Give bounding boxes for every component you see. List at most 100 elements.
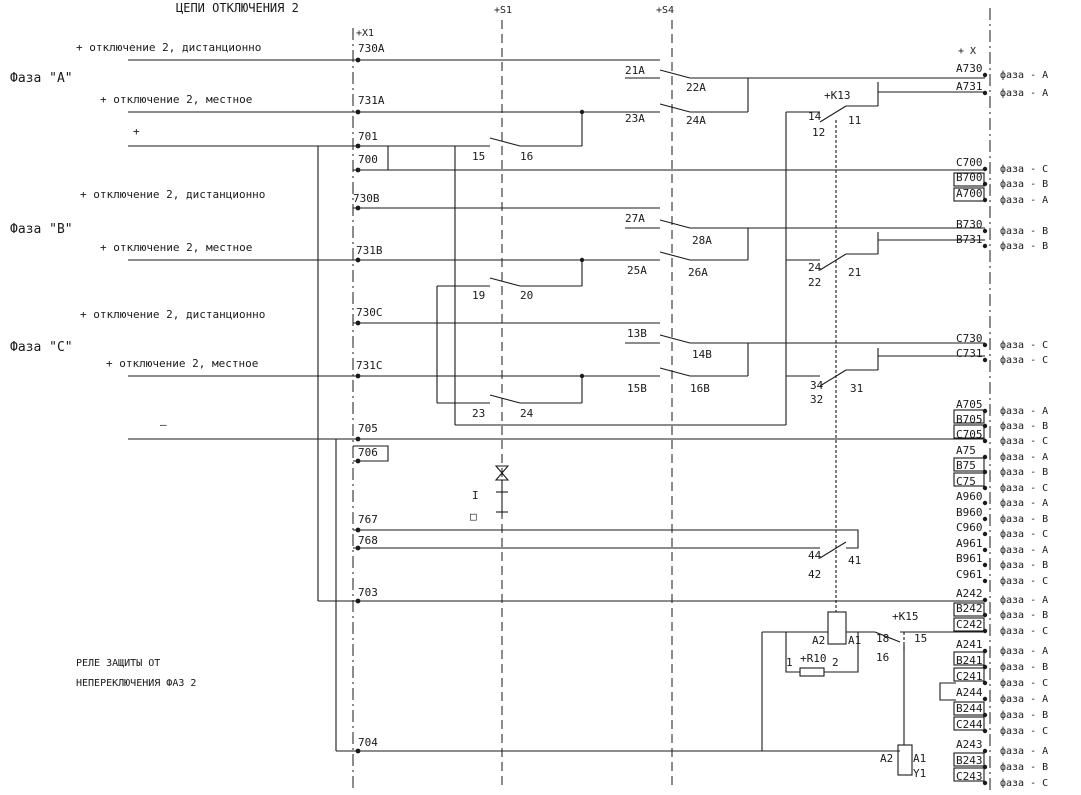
k15-contact-18: 18 — [876, 632, 889, 645]
terminal-b244: B244 — [956, 702, 983, 715]
terminal-a961: A961 — [956, 537, 983, 550]
wire-706: 706 — [358, 446, 378, 459]
k13-contact-24: 24 — [808, 261, 822, 274]
local-trip-a-label: + отключение 2, местное — [100, 93, 252, 106]
terminal-phase-label: фаза - B — [1000, 420, 1048, 432]
terminal-c243: C243 — [956, 770, 983, 783]
terminal-phase-label: фаза - B — [1000, 661, 1048, 673]
terminal-phase-label: фаза - C — [1000, 575, 1048, 587]
terminal-c75: C75 — [956, 475, 976, 488]
wire-703: 703 — [358, 586, 378, 599]
terminal-phase-label: фаза - A — [1000, 451, 1048, 463]
wire-705: 705 — [358, 422, 378, 435]
contact-24a: 24A — [686, 114, 706, 127]
terminal-junction — [982, 664, 988, 670]
terminal-b700: B700 — [956, 171, 983, 184]
terminal-junction — [982, 780, 988, 786]
terminal-junction — [982, 696, 988, 702]
terminal-a241: A241 — [956, 638, 983, 651]
k13-contact-41: 41 — [848, 554, 861, 567]
relay-caption-line2: НЕПЕРЕКЛЮЧЕНИЯ ФАЗ 2 — [76, 678, 196, 689]
contact-23a: 23A — [625, 112, 645, 125]
contact-15b: 15B — [627, 382, 647, 395]
resistor-r10-label: +R10 — [800, 652, 827, 665]
terminal-junction — [982, 181, 988, 187]
terminal-phase-label: фаза - A — [1000, 69, 1048, 81]
terminal-b730: B730 — [956, 218, 983, 231]
terminal-phase-label: фаза - A — [1000, 544, 1048, 556]
wire-768: 768 — [358, 534, 378, 547]
contact-15: 15 — [472, 150, 485, 163]
terminal-junction — [982, 612, 988, 618]
k13-contact-11: 11 — [848, 114, 861, 127]
contact-21a: 21A — [625, 64, 645, 77]
terminal-c730: C730 — [956, 332, 983, 345]
wire-730c: 730C — [356, 306, 383, 319]
terminal-junction — [982, 748, 988, 754]
terminal-c242: C242 — [956, 618, 983, 631]
terminal-phase-label: фаза - C — [1000, 339, 1048, 351]
terminal-junction — [982, 166, 988, 172]
terminal-phase-label: фаза - B — [1000, 559, 1048, 571]
contact-24: 24 — [520, 407, 534, 420]
terminal-junction — [982, 469, 988, 475]
terminal-junction — [982, 562, 988, 568]
k13-contact-44: 44 — [808, 549, 822, 562]
terminal-c244: C244 — [956, 718, 983, 731]
terminal-x1-label: +X1 — [356, 28, 374, 39]
k13-contact-22: 22 — [808, 276, 821, 289]
terminal-a242: A242 — [956, 587, 983, 600]
k13-contact-31: 31 — [850, 382, 863, 395]
terminal-junction — [982, 72, 988, 78]
terminal-junction — [982, 764, 988, 770]
terminal-a705: A705 — [956, 398, 983, 411]
terminal-junction — [982, 500, 988, 506]
terminal-c705: C705 — [956, 428, 983, 441]
terminal-phase-label: фаза - A — [1000, 405, 1048, 417]
terminal-x-label: + X — [958, 46, 976, 57]
terminal-phase-label: фаза - C — [1000, 435, 1048, 447]
terminal-b960: B960 — [956, 506, 983, 519]
terminal-phase-label: фаза - A — [1000, 745, 1048, 757]
r10-pin-1: 1 — [786, 656, 793, 669]
terminal-phase-label: фаза - A — [1000, 194, 1048, 206]
phase-c-label: Фаза "C" — [10, 340, 73, 355]
terminal-phase-label: фаза - C — [1000, 482, 1048, 494]
terminal-b705: B705 — [956, 413, 983, 426]
k13-contact-42: 42 — [808, 568, 821, 581]
terminal-phase-label: фаза - C — [1000, 163, 1048, 175]
terminal-junction — [982, 408, 988, 414]
local-trip-c-label: + отключение 2, местное — [106, 357, 258, 370]
terminal-junction — [982, 197, 988, 203]
k13-contact-32: 32 — [810, 393, 823, 406]
y1-coil-a2: A2 — [880, 752, 893, 765]
terminal-a700: A700 — [956, 187, 983, 200]
relay-k15-label: +K15 — [892, 610, 919, 623]
remote-trip-a-label: + отключение 2, дистанционно — [76, 41, 261, 54]
contact-27a: 27A — [625, 212, 645, 225]
terminal-junction — [982, 342, 988, 348]
terminal-b242: B242 — [956, 602, 983, 615]
terminal-c731: C731 — [956, 347, 983, 360]
terminal-junction — [982, 597, 988, 603]
terminal-a244: A244 — [956, 686, 983, 699]
terminal-phase-label: фаза - A — [1000, 693, 1048, 705]
k15-contact-16: 16 — [876, 651, 889, 664]
contact-14b: 14B — [692, 348, 712, 361]
remote-trip-b-label: + отключение 2, дистанционно — [80, 188, 265, 201]
wire-704: 704 — [358, 736, 378, 749]
terminal-b731: B731 — [956, 233, 983, 246]
minus-label: – — [160, 418, 167, 431]
terminal-phase-label: фаза - B — [1000, 709, 1048, 721]
terminal-phase-label: фаза - C — [1000, 354, 1048, 366]
terminal-phase-label: фаза - C — [1000, 677, 1048, 689]
switch-position-on: I — [472, 489, 479, 502]
terminal-a960: A960 — [956, 490, 983, 503]
terminal-phase-label: фаза - B — [1000, 609, 1048, 621]
y1-coil-a1: A1 — [913, 752, 926, 765]
contact-23: 23 — [472, 407, 485, 420]
terminal-phase-label: фаза - A — [1000, 645, 1048, 657]
diagram-title: ЦЕПИ ОТКЛЮЧЕНИЯ 2 — [176, 1, 299, 15]
terminal-junction — [982, 547, 988, 553]
